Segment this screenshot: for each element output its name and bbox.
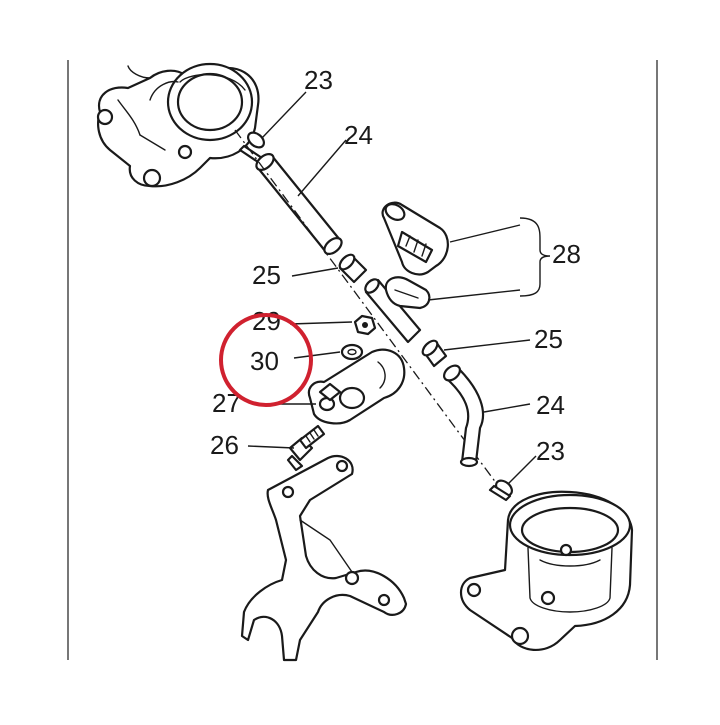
hose-24-bottom: [443, 364, 485, 468]
leader-lines: [247, 91, 551, 485]
callout-labels: 23 24 25 28 29 30 25 27 24 26 23: [210, 65, 581, 466]
callout-30: 30: [250, 346, 279, 376]
frame-bracket: [240, 454, 408, 662]
callout-25-left: 25: [252, 260, 281, 290]
callout-24-top: 24: [344, 120, 373, 150]
callout-29: 29: [252, 306, 281, 336]
bracket-27: [307, 348, 406, 425]
callout-23-top: 23: [304, 65, 333, 95]
bolt-26: [286, 424, 326, 472]
clamp-23-bottom: [488, 479, 513, 502]
grommet-25-right: [421, 339, 448, 368]
callout-23-bottom: 23: [536, 436, 565, 466]
highlight-circle: [219, 313, 313, 407]
hose-24-top: [255, 152, 343, 256]
callout-24-bottom: 24: [536, 390, 565, 420]
callout-25-right: 25: [534, 324, 563, 354]
nut-29: [353, 314, 377, 336]
callout-26: 26: [210, 430, 239, 460]
sensor-28: [381, 201, 449, 310]
grommet-25-left: [338, 253, 368, 284]
throttle-body-bottom: [459, 490, 634, 651]
callout-28: 28: [552, 239, 581, 269]
t-fitting: [364, 278, 422, 344]
washer-30: [340, 343, 364, 361]
throttle-body-top: [96, 62, 260, 188]
assembly-axis-line: [234, 129, 506, 496]
